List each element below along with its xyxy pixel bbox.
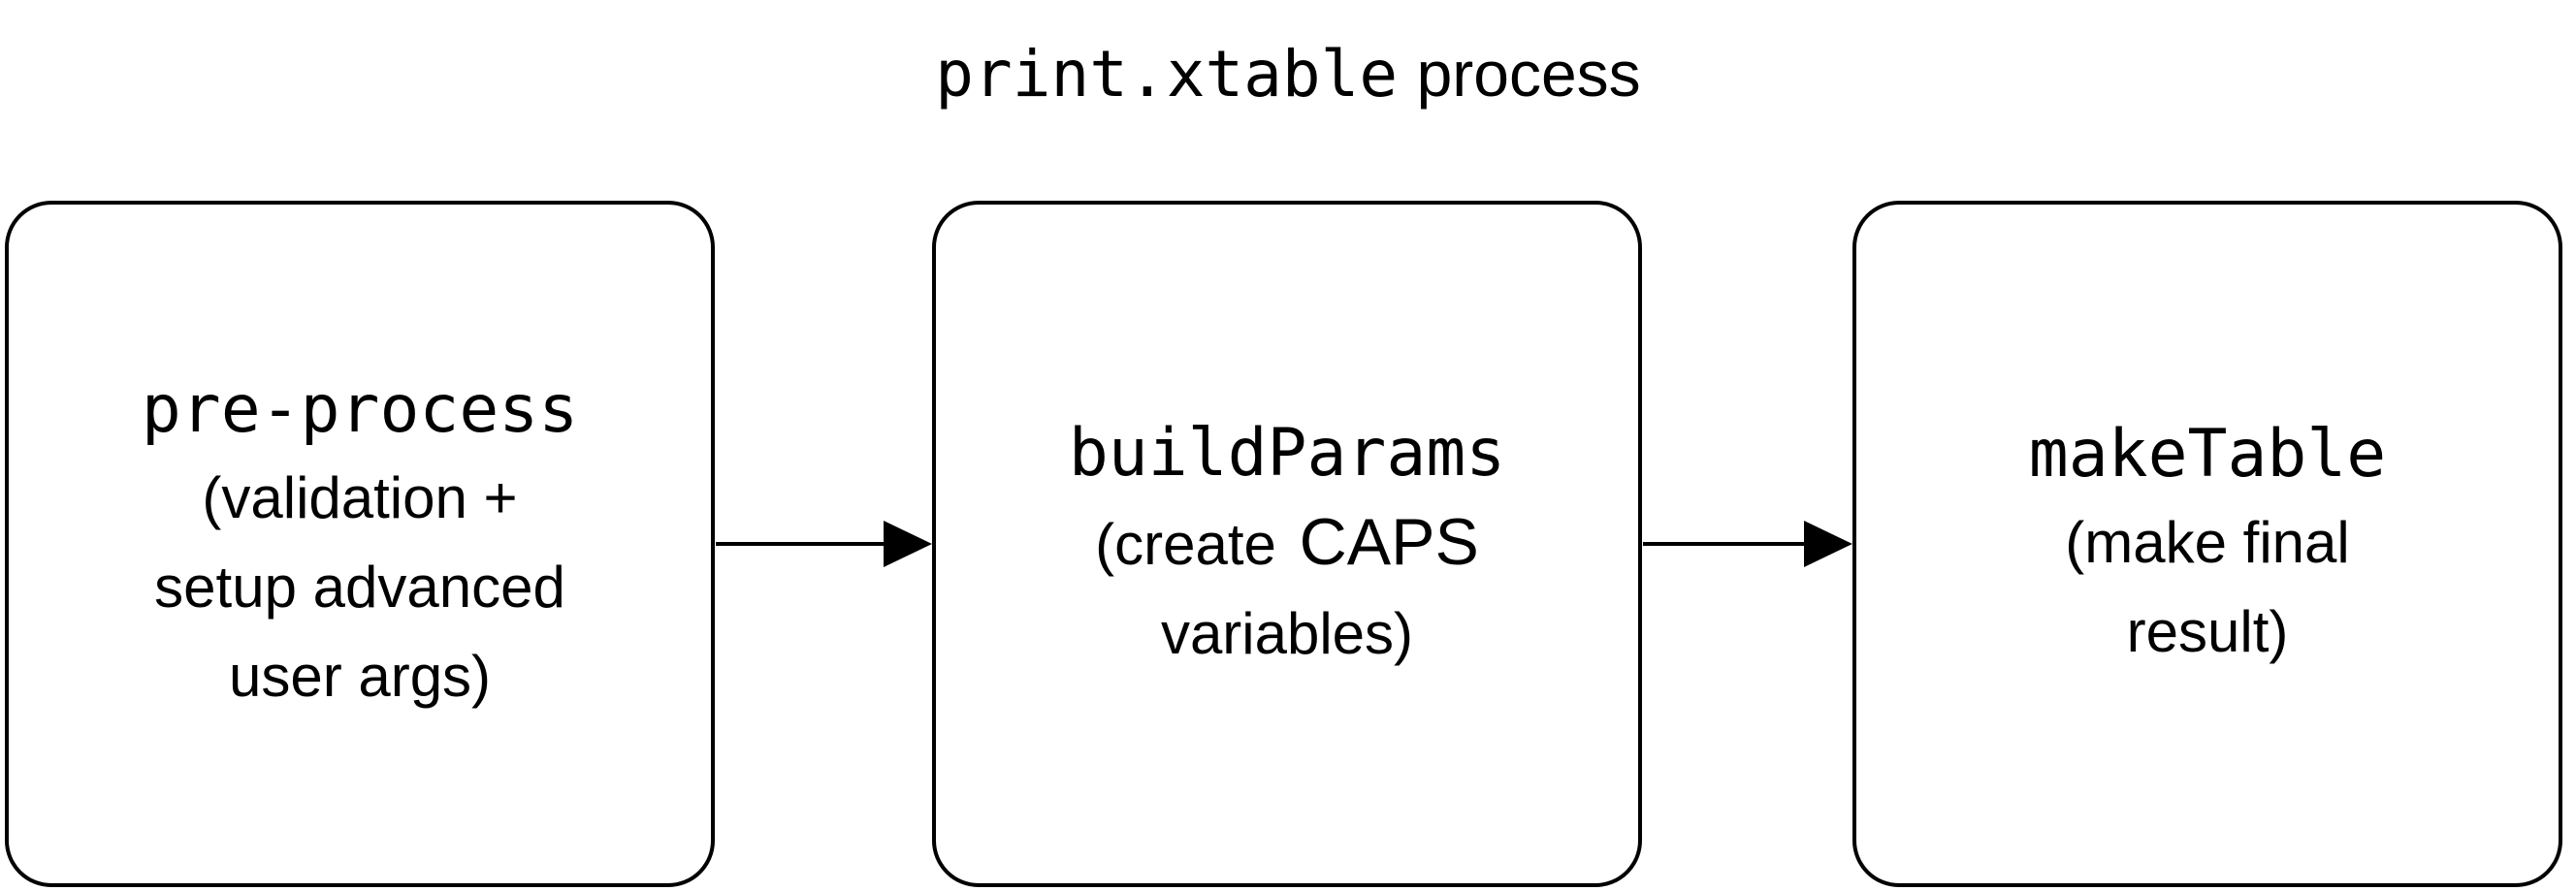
arrow-pre-process-to-build-params: [716, 521, 932, 567]
make-table-box: makeTable (make final result): [1852, 201, 2562, 887]
build-params-box: buildParams (create CAPS variables): [932, 201, 1642, 887]
diagram-title-text: process: [1416, 38, 1641, 110]
build-params-desc-line-1: (create CAPS: [1095, 497, 1479, 589]
make-table-desc-line-2: result): [2126, 599, 2289, 664]
arrow-1-head: [884, 521, 932, 567]
arrow-build-params-to-make-table: [1643, 521, 1852, 567]
make-table-title: makeTable: [2028, 416, 2387, 493]
build-params-title: buildParams: [1068, 414, 1506, 492]
diagram-title-code: print.xtable: [935, 37, 1399, 111]
pre-process-box: pre-process (validation + setup advanced…: [5, 201, 715, 887]
pre-process-desc-line-3: user args): [228, 644, 492, 709]
pre-process-title: pre-process: [141, 371, 579, 448]
build-params-desc-caps: CAPS: [1299, 504, 1479, 579]
build-params-desc-line-2: variables): [1160, 600, 1414, 666]
arrow-2-head: [1804, 521, 1852, 567]
build-params-desc-prefix: (create: [1095, 511, 1276, 577]
diagram-title: print.xtable process: [0, 29, 2576, 118]
make-table-desc-line-1: (make final: [2065, 510, 2350, 575]
pre-process-desc-line-2: setup advanced: [154, 555, 565, 620]
pre-process-desc-line-1: (validation +: [202, 465, 518, 530]
